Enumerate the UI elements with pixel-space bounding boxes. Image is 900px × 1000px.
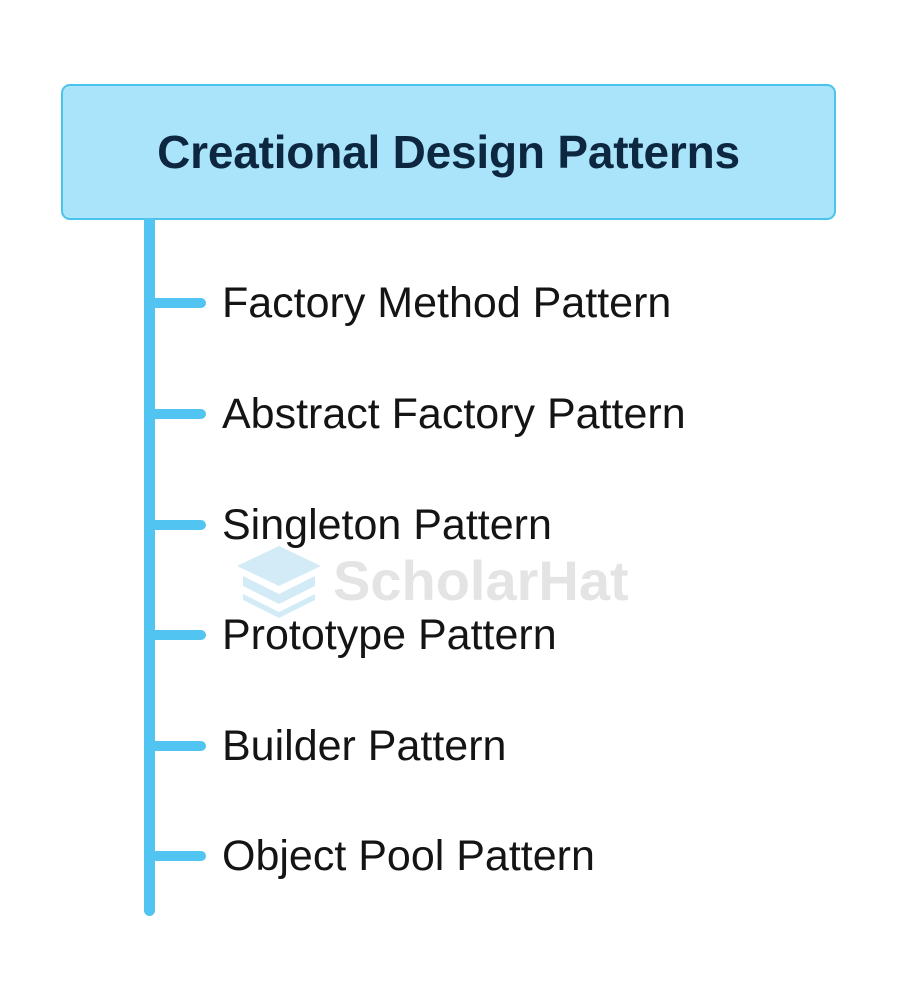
pattern-label: Prototype Pattern	[222, 610, 557, 659]
list-item: Builder Pattern	[150, 722, 506, 770]
pattern-label: Singleton Pattern	[222, 500, 552, 549]
branch-connector	[150, 630, 206, 640]
tree-spine	[144, 218, 155, 916]
list-item: Prototype Pattern	[150, 611, 557, 659]
list-item: Factory Method Pattern	[150, 279, 671, 327]
title-box: Creational Design Patterns	[61, 84, 836, 220]
branch-connector	[150, 741, 206, 751]
branch-connector	[150, 520, 206, 530]
list-item: Abstract Factory Pattern	[150, 390, 686, 438]
list-item: Object Pool Pattern	[150, 832, 595, 880]
graduation-cap-icon	[237, 546, 321, 618]
watermark-text: ScholarHat	[333, 548, 629, 612]
pattern-label: Builder Pattern	[222, 721, 507, 770]
branch-connector	[150, 851, 206, 861]
pattern-label: Object Pool Pattern	[222, 831, 595, 880]
branch-connector	[150, 298, 206, 308]
watermark: ScholarHat	[233, 540, 663, 620]
branch-connector	[150, 409, 206, 419]
diagram-title: Creational Design Patterns	[157, 126, 740, 178]
pattern-label: Factory Method Pattern	[222, 278, 672, 327]
list-item: Singleton Pattern	[150, 501, 552, 549]
pattern-label: Abstract Factory Pattern	[222, 389, 686, 438]
